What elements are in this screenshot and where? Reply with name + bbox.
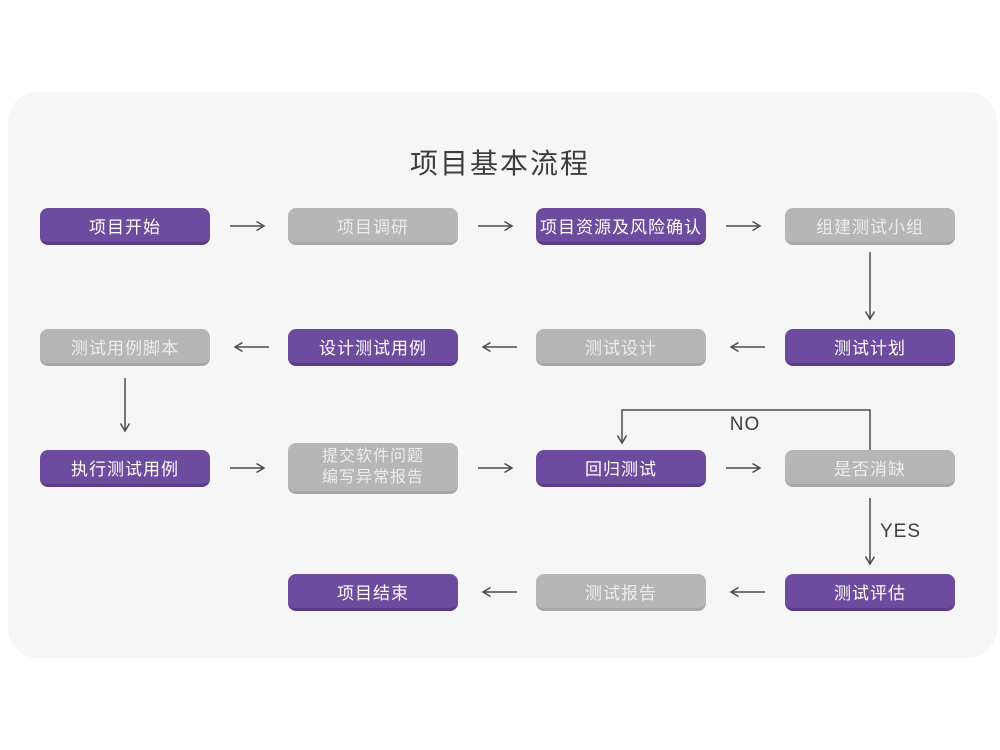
node-project-end: 项目结束	[288, 574, 458, 611]
node-design-test-cases: 设计测试用例	[288, 329, 458, 366]
node-test-case-scripts: 测试用例脚本	[40, 329, 210, 366]
no-branch-label: NO	[729, 414, 761, 435]
node-test-evaluation: 测试评估	[785, 574, 955, 611]
node-regression-test: 回归测试	[536, 450, 706, 487]
node-project-research: 项目调研	[288, 208, 458, 245]
node-test-report: 测试报告	[536, 574, 706, 611]
node-execute-test-cases: 执行测试用例	[40, 450, 210, 487]
flowchart-card	[8, 92, 997, 658]
node-resource-risk-confirm: 项目资源及风险确认	[536, 208, 706, 245]
yes-branch-label: YES	[880, 521, 922, 542]
node-project-start: 项目开始	[40, 208, 210, 245]
page-title: 项目基本流程	[409, 148, 590, 179]
node-test-design: 测试设计	[536, 329, 706, 366]
node-build-test-team: 组建测试小组	[785, 208, 955, 245]
node-test-plan: 测试计划	[785, 329, 955, 366]
node-submit-issues-write-report: 提交软件问题 编写异常报告	[288, 443, 458, 494]
node-defect-cleared-decision: 是否消缺	[785, 450, 955, 487]
